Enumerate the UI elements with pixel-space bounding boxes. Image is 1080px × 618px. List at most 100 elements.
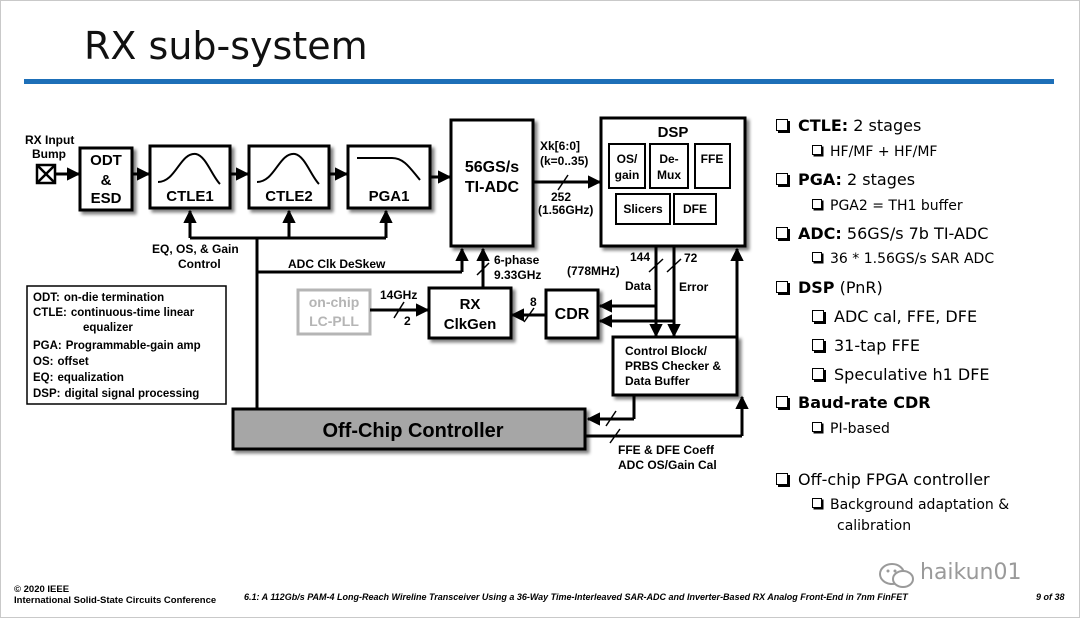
slide-title: RX sub-system <box>84 24 368 68</box>
bus-252-rate: (1.56GHz) <box>538 203 593 217</box>
rx-input-label-2: Bump <box>32 147 66 161</box>
legend-text: digital signal processing <box>64 388 199 400</box>
six-phase-freq: 9.33GHz <box>494 268 541 282</box>
control-label-2: PRBS Checker & <box>625 359 721 373</box>
demux-label: De- <box>659 152 678 166</box>
checkbox-bullet-icon <box>776 172 788 185</box>
slicers-label: Slicers <box>623 202 663 216</box>
control-block <box>611 335 739 397</box>
ctle2-response-icon <box>256 152 320 185</box>
legend-text: equalizer <box>83 322 133 334</box>
bullet-item: 36 * 1.56GS/s SAR ADC <box>812 251 994 267</box>
adc-label: 56GS/s <box>465 159 519 176</box>
checkbox-bullet-icon <box>812 422 822 432</box>
ctle2-label: CTLE2 <box>265 188 313 205</box>
demux-block <box>649 143 689 189</box>
odt-label-2: & <box>101 172 112 189</box>
freq-14ghz-label: 14GHz <box>380 288 417 302</box>
ctle1-block <box>148 144 232 210</box>
checkbox-bullet-icon <box>812 145 822 155</box>
checkbox-bullet-icon <box>812 199 822 209</box>
eq-control-label: EQ, OS, & Gain <box>152 242 239 256</box>
checkbox-bullet-icon <box>776 395 788 408</box>
os-gain-label-2: gain <box>615 168 640 182</box>
os-gain-label: OS/ <box>617 152 638 166</box>
bullet-item: ADC cal, FFE, DFE <box>812 307 977 326</box>
bullet-item: 31-tap FFE <box>812 336 920 355</box>
rx-input-label: RX Input <box>25 133 74 147</box>
checkbox-bullet-icon <box>812 309 824 322</box>
pga1-label: PGA1 <box>369 188 410 205</box>
footer-copyright: © 2020 IEEE International Solid-State Ci… <box>14 584 217 606</box>
rx-clkgen-block <box>427 286 513 340</box>
dfe-label: DFE <box>683 202 707 216</box>
bullet-item: PGA: 2 stages <box>776 170 915 189</box>
bullet-item: Off-chip FPGA controller <box>776 470 990 489</box>
error-72-label: 72 <box>684 251 698 265</box>
lc-pll-block <box>296 288 372 336</box>
bus-252-label: 252 <box>551 190 571 204</box>
svg-text:CTLE:continuous-time linear: CTLE:continuous-time linear <box>33 307 195 319</box>
legend-text: offset <box>57 356 88 368</box>
ffe-block <box>694 143 731 189</box>
legend-abbr: ODT: <box>33 292 60 304</box>
clkgen-label: RX <box>460 296 481 313</box>
checkbox-bullet-icon <box>812 498 822 508</box>
error-label: Error <box>679 280 709 294</box>
checkbox-bullet-icon <box>776 118 788 131</box>
footer-paper-title: 6.1: A 112Gb/s PAM-4 Long-Reach Wireline… <box>244 592 908 602</box>
coeff-label: FFE & DFE Coeff <box>618 443 715 457</box>
bullet-item: PI-based <box>812 421 890 437</box>
bus-2-label: 2 <box>404 314 411 328</box>
bullet-item: HF/MF + HF/MF <box>812 144 938 160</box>
slicers-block <box>615 193 671 225</box>
svg-text:OS:offset: OS: offset <box>33 356 89 368</box>
checkbox-bullet-icon <box>776 280 788 293</box>
odt-label: ODT <box>90 152 122 169</box>
wechat-icon <box>879 563 914 588</box>
data-144-label: 144 <box>630 250 650 264</box>
dsp-label: DSP <box>658 124 689 141</box>
offchip-controller-block <box>231 407 587 451</box>
legend-text: on-die termination <box>64 292 164 304</box>
bus-8-label: 8 <box>530 295 537 309</box>
legend-abbr: PGA: <box>33 340 62 352</box>
ctle2-block <box>247 144 331 210</box>
xk-label: Xk[6:0] <box>540 139 580 153</box>
bullet-item: Background adaptation & <box>812 497 1009 513</box>
checkbox-bullet-icon <box>812 338 824 351</box>
odt-block <box>78 146 134 212</box>
title-rule <box>24 79 1054 84</box>
bullet-item: Baud-rate CDR <box>776 393 931 412</box>
bullet-item: CTLE: 2 stages <box>776 116 921 135</box>
cdr-label: CDR <box>555 306 590 323</box>
legend-abbr: EQ: <box>33 372 53 384</box>
pga1-response-icon <box>357 157 421 181</box>
adc-clk-deskew-label: ADC Clk DeSkew <box>288 257 386 271</box>
page-number: 9 of 38 <box>1036 592 1065 602</box>
svg-text:EQ:equalization: EQ:equalization <box>33 372 124 384</box>
legend-text: continuous-time linear <box>71 307 195 319</box>
legend-abbr: OS: <box>33 356 53 368</box>
xk-range-label: (k=0..35) <box>540 154 588 168</box>
bullet-item: DSP (PnR) <box>776 278 883 297</box>
bullet-item: ADC: 56GS/s 7b TI-ADC <box>776 224 988 243</box>
abbreviation-legend <box>26 285 227 405</box>
checkbox-bullet-icon <box>776 226 788 239</box>
data-label: Data <box>625 279 651 293</box>
checkbox-bullet-icon <box>776 472 788 485</box>
rate-778-label: (778MHz) <box>567 264 620 278</box>
ffe-label: FFE <box>701 152 724 166</box>
ctle1-label: CTLE1 <box>166 188 214 205</box>
legend-text: Programmable-gain amp <box>66 340 201 352</box>
svg-text:PGA:Programmable-gain amp: PGA: Programmable-gain amp <box>33 340 201 352</box>
six-phase-label: 6-phase <box>494 253 540 267</box>
cal-label: ADC OS/Gain Cal <box>618 458 717 472</box>
bullet-item: Speculative h1 DFE <box>812 365 990 384</box>
svg-text:DSP:digital signal processing: DSP:digital signal processing <box>33 388 199 400</box>
pll-label-2: LC-PLL <box>309 313 359 329</box>
dfe-block <box>673 193 717 225</box>
ctle1-response-icon <box>157 152 221 185</box>
os-gain-block <box>608 143 646 189</box>
